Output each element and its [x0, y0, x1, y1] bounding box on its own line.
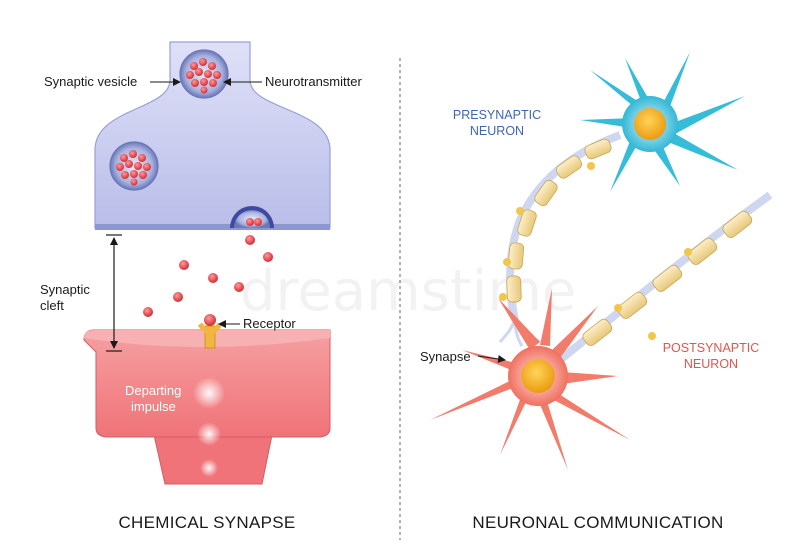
synapse-label: Synapse [420, 349, 471, 364]
synaptic-vesicle-label: Synaptic vesicle [44, 74, 137, 89]
synaptic-vesicle-left [109, 141, 159, 191]
chemical-synapse-title: CHEMICAL SYNAPSE [118, 513, 295, 532]
presynaptic-neuron [580, 52, 745, 192]
postsynaptic-label-line2: NEURON [684, 357, 738, 371]
receptor-label: Receptor [243, 316, 296, 331]
neurotransmitter-molecules [143, 235, 273, 317]
postsynaptic-axon [557, 191, 773, 364]
departing-impulse-label-line1: Departing [125, 383, 181, 398]
watermark: dreamstime [240, 259, 576, 324]
presynaptic-terminal [94, 41, 331, 230]
neuronal-communication-title: NEURONAL COMMUNICATION [472, 513, 723, 532]
synaptic-cleft-label-line2: cleft [40, 298, 64, 313]
impulse-glow [193, 377, 225, 477]
presynaptic-label-line2: NEURON [470, 124, 524, 138]
postsynaptic-neuron [430, 288, 630, 470]
synaptic-vesicle-top [179, 49, 229, 99]
departing-impulse-label-line2: impulse [131, 399, 176, 414]
synapse-leader [477, 355, 506, 363]
fusing-vesicle [230, 206, 274, 228]
synaptic-cleft-arrow [106, 234, 122, 352]
postsynaptic-label-line1: POSTSYNAPTIC [663, 341, 760, 355]
presynaptic-label-line1: PRESYNAPTIC [453, 108, 541, 122]
synaptic-cleft-label-line1: Synaptic [40, 282, 90, 297]
neurotransmitter-label: Neurotransmitter [265, 74, 362, 89]
